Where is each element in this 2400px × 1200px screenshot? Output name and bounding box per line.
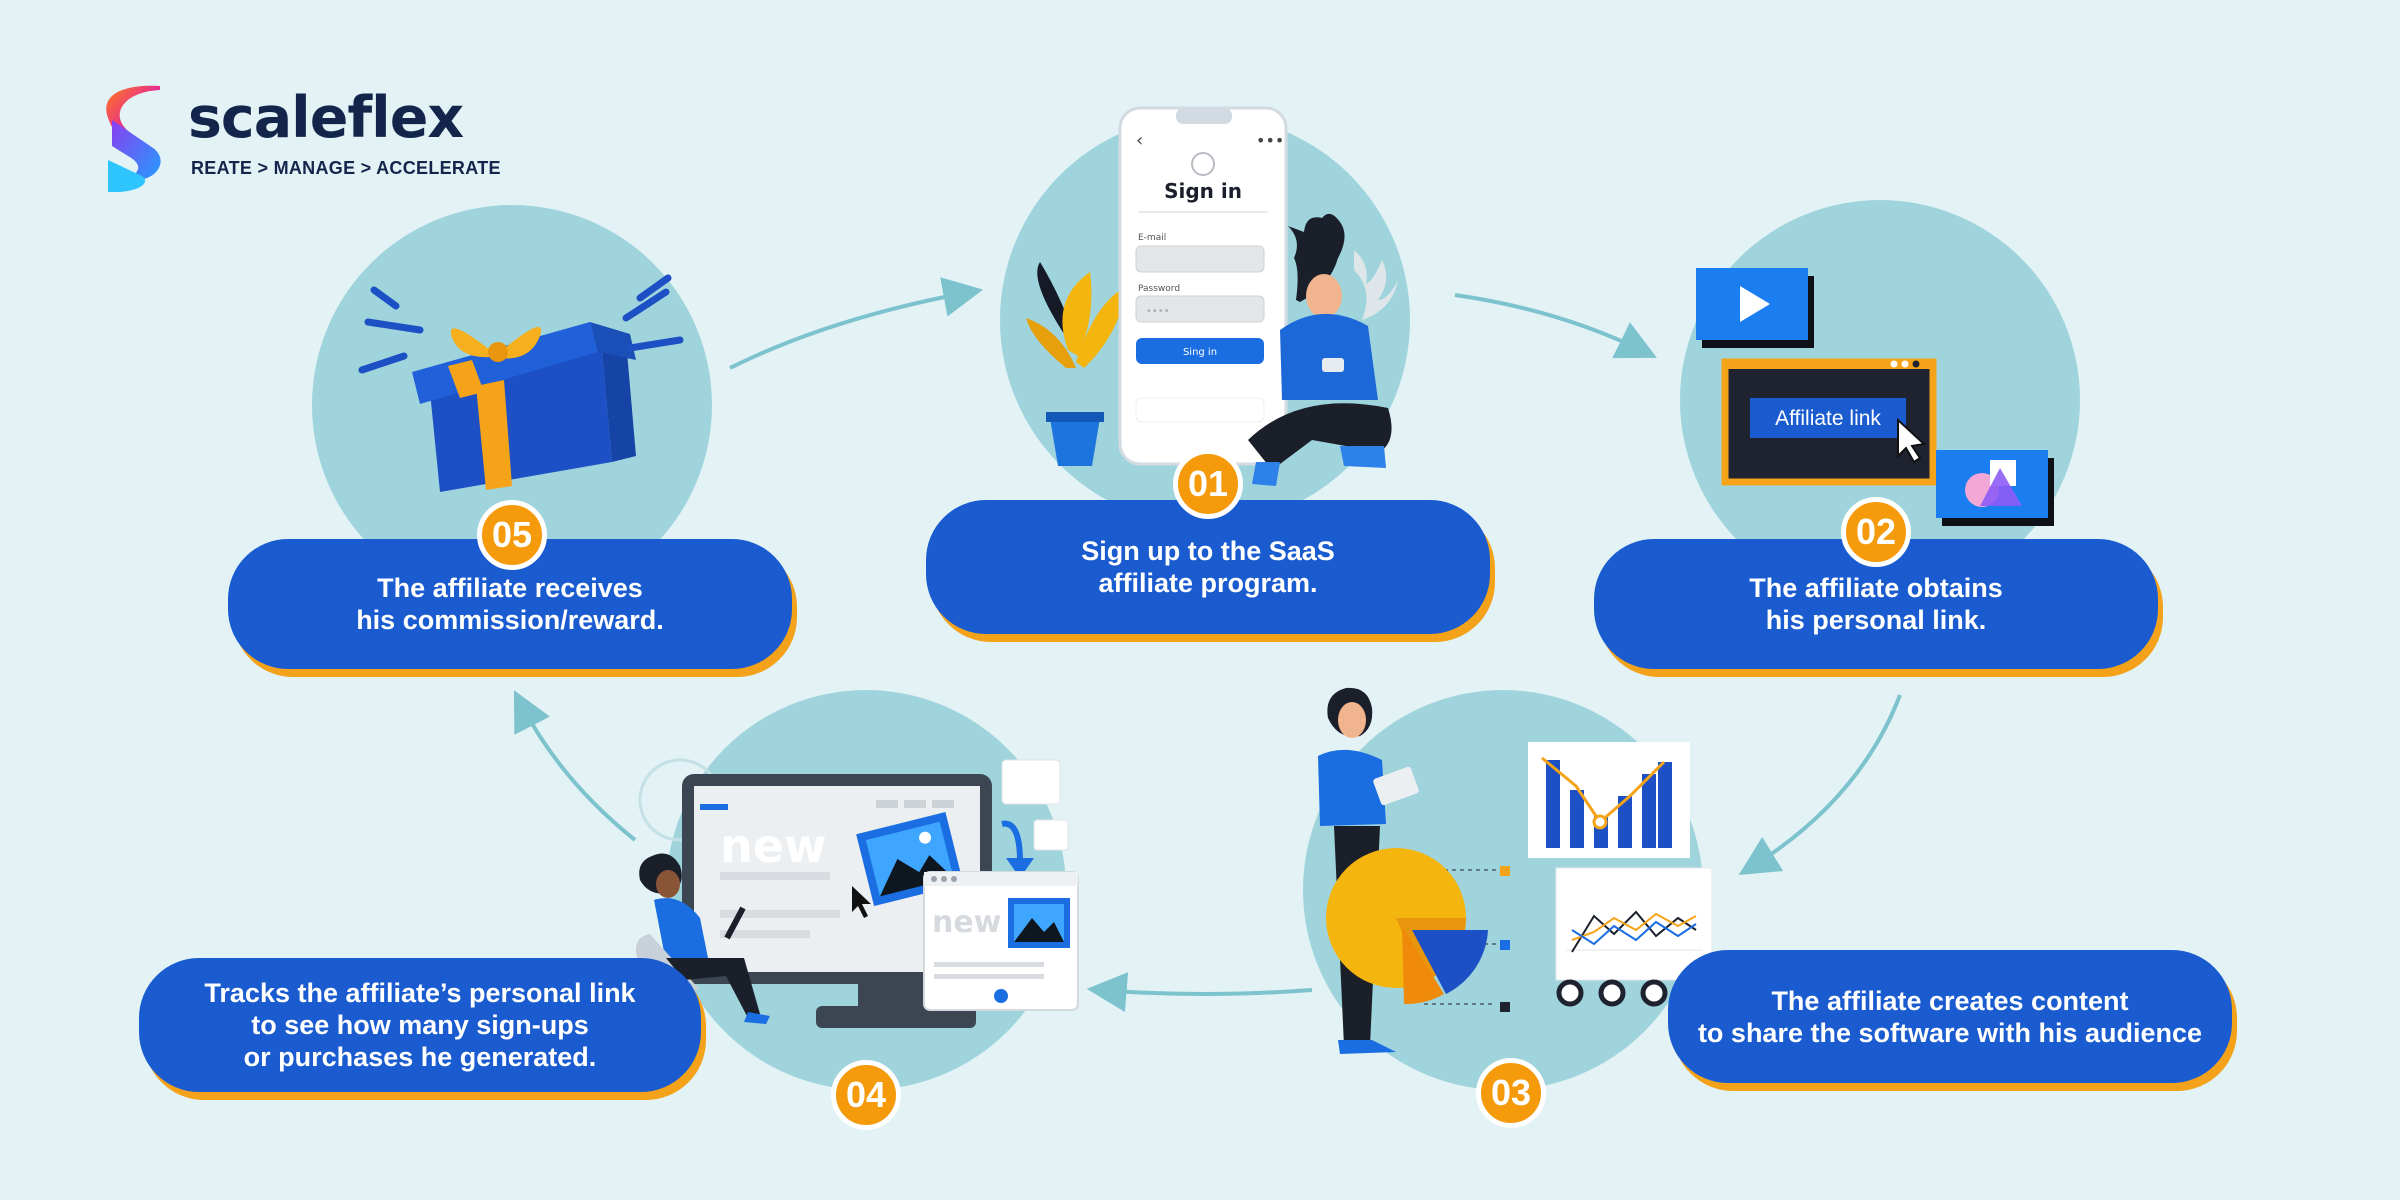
step-01-badge: 01 — [1173, 449, 1243, 519]
website-illustration: new new — [635, 758, 1079, 1028]
cursor-icon — [1897, 417, 1927, 464]
brand-name: scaleflex — [188, 85, 464, 151]
step-03-description: The affiliate creates content to share t… — [1668, 950, 2232, 1083]
affiliate-link-label: Affiliate link — [1775, 407, 1881, 430]
arrow-01-to-02 — [1454, 293, 1657, 359]
step-04-description: Tracks the affiliate’s personal link to … — [139, 958, 701, 1092]
arrow-04-to-05 — [513, 690, 637, 842]
gift-icon — [358, 274, 684, 492]
step-02-badge: 02 — [1841, 497, 1911, 567]
brand-tagline: REATE > MANAGE > ACCELERATE — [191, 158, 501, 178]
browser-new-word-small: new — [932, 905, 1001, 940]
signin-button-label: Sing in — [1183, 347, 1217, 358]
svg-text:•••: ••• — [1256, 131, 1284, 150]
affiliate-link-illustration: Affiliate link — [1696, 268, 2054, 526]
step-05-description: The affiliate receives his commission/re… — [228, 539, 792, 669]
signin-password-label: Password — [1138, 284, 1180, 294]
signin-title: Sign in — [1164, 179, 1242, 203]
scaleflex-logo-icon — [106, 85, 161, 192]
arrow-05-to-01 — [729, 277, 984, 370]
browser-new-word: new — [720, 819, 826, 873]
arrow-02-to-03 — [1738, 694, 1902, 876]
analytics-illustration — [1318, 687, 1713, 1054]
arrow-03-to-04 — [1086, 972, 1313, 1013]
step-02-description: The affiliate obtains his personal link. — [1594, 539, 2158, 669]
step-04-badge: 04 — [831, 1060, 901, 1130]
step-01-description: Sign up to the SaaS affiliate program. — [926, 500, 1490, 634]
signin-illustration: ‹ ••• Sign in E-mail Password •••• Sing … — [1026, 106, 1398, 486]
step-03-badge: 03 — [1476, 1058, 1546, 1128]
step-05-badge: 05 — [477, 500, 547, 570]
signin-email-label: E-mail — [1138, 233, 1166, 243]
svg-text:‹: ‹ — [1136, 130, 1143, 151]
signin-password-mask: •••• — [1146, 306, 1170, 317]
